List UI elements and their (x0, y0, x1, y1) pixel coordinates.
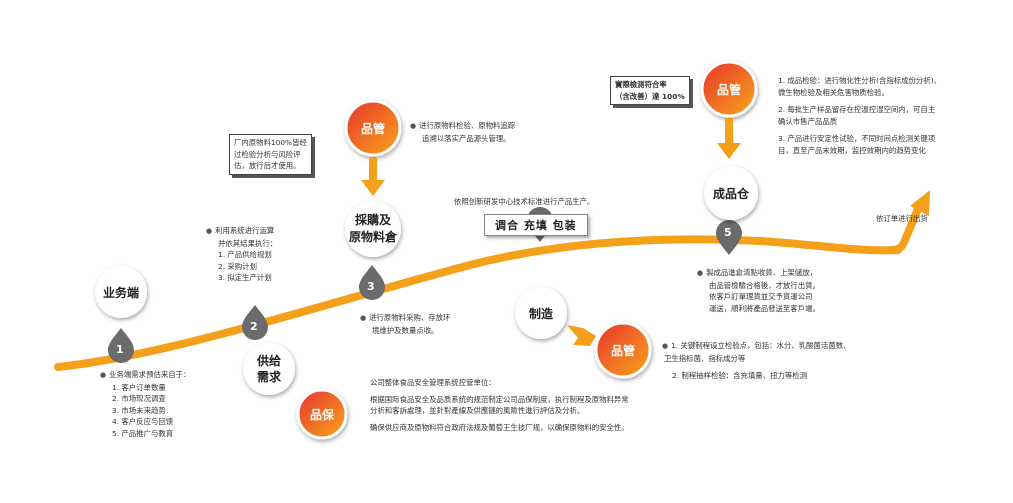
arrow-qc-to-purchase (361, 157, 385, 196)
purchase-notes-line-2: 境维护及数量点收。 (372, 325, 439, 335)
business-item-2: 2. 市场现况调查 (112, 394, 166, 404)
badge-qc-right-label: 品管 (610, 344, 635, 358)
business-notes: 业务端需求预估来自于： 1. 客户订单数量 2. 市场现况调查 3. 市场未来趋… (100, 369, 190, 440)
compliance-box: 實際檢測符合率 （含改善）達 100% (610, 76, 690, 105)
pin-5 (716, 220, 742, 255)
supply-notes-line-5: 3. 拟定生产计划 (218, 273, 272, 283)
qc-finished-item-1: 1. 成品检验：进行物化性分析(含指标成份分析)、 (778, 76, 941, 85)
flow-arrow-head (888, 200, 924, 254)
finished-notes-line-3: 依客戶訂單理貨並交予貨運公司 (709, 292, 813, 302)
qc-finished-item-2-cont: 确认市售产品品质 (778, 116, 838, 126)
badge-circle-qc-top (344, 99, 402, 157)
qc-right-item-2: 2. 制程抽样检验：含充填量、扭力等检测 (672, 371, 808, 381)
stage-purchase-line-1: 採購及 (354, 213, 391, 227)
pin-number-1: 1 (116, 343, 124, 356)
pin-number-2: 2 (250, 320, 258, 333)
raw-material-box-line-3: 估，放行后才使用。 (234, 161, 301, 170)
stage-finished-label: 成品仓 (712, 187, 749, 201)
delivery-label: 依订单进行出货 (876, 214, 928, 223)
qc-finished-item-3: 3. 产品进行安定性试验，不同时间点检测关键项 (778, 134, 936, 144)
stage-circle-finished (704, 166, 758, 220)
flow-path (54, 235, 902, 371)
stage-supply-line-2: 需求 (256, 370, 281, 384)
qa-notes-line-6: 确保供应商及原物料符合政府法规及葡萄王生技厂规，以确保原物料的安全性。 (370, 423, 629, 432)
qa-notes-line-4: 分析和客訴處理，並針對產線及供應鏈的風險性進行評估及分析。 (370, 406, 585, 415)
qa-notes: 公司整体食品安全管理系统控管单位： 根据国际食品安全及品质系统的规范制定公司品保… (370, 377, 629, 433)
finished-notes-line-1: 製成品進倉清點收貨、上架儲放， (697, 267, 820, 280)
badge-circle-qa (296, 388, 348, 440)
supply-notes: 利用系统进行运算 并依其结果执行： 1. 产品供给规划 2. 采购计划 3. 拟… (206, 225, 277, 284)
qc-top-notes: 进行原物料检验、原物料追踪 追溯以落实产品源头管理。 (410, 120, 515, 144)
stage-circle-supply (243, 343, 295, 395)
pin-1 (108, 328, 134, 363)
business-item-3: 3. 市场未来趋势 (112, 405, 166, 415)
finished-notes-line-4: 運送，順利將產品發送至客戶端。 (709, 303, 820, 313)
pin-number-3: 3 (367, 280, 375, 293)
compliance-box-line-1: 實際檢測符合率 (615, 80, 667, 89)
arrow-qc-to-manufacture (567, 325, 596, 346)
business-item-4: 4. 客户反应与回馈 (112, 417, 174, 427)
purchase-notes-line-1: 进行原物料采购、存放环 (360, 312, 450, 325)
flow-arrow-tip (910, 190, 930, 216)
badge-qc-finished-label: 品管 (716, 83, 741, 97)
stage-manufacture-label: 制造 (528, 307, 553, 321)
stage-supply-label: 供给 需求 (243, 353, 295, 385)
pin-number-5: 5 (724, 226, 732, 239)
qc-top-notes-line-2: 追溯以落实产品源头管理。 (422, 133, 511, 143)
raw-material-box-line-2: 过检验分析与风险评 (234, 149, 301, 159)
qa-notes-line-3: 根据国际食品安全及品质系统的规范制定公司品保制度，执行制程及原物料异常 (370, 395, 629, 404)
stage-supply-line-1: 供给 (256, 354, 281, 368)
raw-material-box-line-1: 厂内原物料100%皆经 (234, 138, 307, 147)
finished-notes-line-2: 由品管檢驗合格後，才放行出貨。 (709, 280, 820, 290)
stage-business-label: 业务端 (102, 286, 139, 300)
qc-right-item-1: 1. 关键制程设立检验点，包括：水分、乳酸菌活菌数、 (662, 340, 850, 353)
manufacture-intro: 依照创新研发中心技术标准进行产品生产。 (454, 197, 595, 206)
stage-circle-manufacture (515, 287, 567, 339)
qc-top-notes-line-1: 进行原物料检验、原物料追踪 (410, 120, 515, 133)
badge-circle-qc-right (594, 321, 652, 379)
qc-right-item-1-cont: 卫生指标菌、指标成分等 (664, 353, 746, 363)
business-notes-intro: 业务端需求预估来自于： (100, 369, 190, 382)
pin-2 (242, 305, 268, 340)
mix-fill-pack-label: 调合 充填 包装 (484, 214, 588, 236)
business-item-1: 1. 客户订单数量 (112, 382, 166, 392)
stage-purchase-label: 採購及 原物料倉 (343, 212, 403, 246)
raw-material-box: 厂内原物料100%皆经 过检验分析与风险评 估，放行后才使用。 (229, 134, 312, 175)
pin-3 (359, 265, 385, 300)
badge-qa-label: 品保 (309, 408, 334, 422)
compliance-box-line-2: （含改善）達 100% (615, 91, 685, 101)
stage-circle-business (95, 266, 147, 318)
purchase-notes: 进行原物料采购、存放环 境维护及数量点收。 (360, 312, 450, 336)
arrow-qc-to-finished (717, 118, 741, 159)
qa-notes-line-1: 公司整体食品安全管理系统控管单位： (370, 378, 496, 387)
supply-notes-line-1: 利用系统进行运算 (206, 225, 277, 238)
badge-circle-qc-finished (700, 60, 758, 118)
qc-finished-item-3-cont: 目，直至产品末效期，监控效期内的趋势变化 (778, 145, 926, 155)
stage-purchase-line-2: 原物料倉 (348, 230, 397, 244)
supply-notes-line-4: 2. 采购计划 (218, 261, 257, 271)
supply-notes-line-3: 1. 产品供给规划 (218, 250, 272, 260)
supply-notes-line-2: 并依其结果执行： (218, 238, 278, 248)
stage-circle-purchase (345, 201, 401, 257)
badge-qc-top-label: 品管 (360, 122, 385, 136)
business-item-5: 5. 产品推广与教育 (112, 428, 174, 438)
finished-notes: 製成品進倉清點收貨、上架儲放， 由品管檢驗合格後，才放行出貨。 依客戶訂單理貨並… (697, 267, 820, 314)
qc-finished-notes: 1. 成品检验：进行物化性分析(含指标成份分析)、 微生物检验及相关危害物质检验… (778, 75, 941, 157)
qc-finished-item-2: 2. 每批生产样品留存在控温控湿空间内，可自主 (778, 105, 936, 115)
qc-right-notes: 1. 关键制程设立检验点，包括：水分、乳酸菌活菌数、 卫生指标菌、指标成分等 2… (662, 340, 851, 382)
qc-finished-item-1-cont: 微生物检验及相关危害物质检验。 (778, 87, 889, 97)
